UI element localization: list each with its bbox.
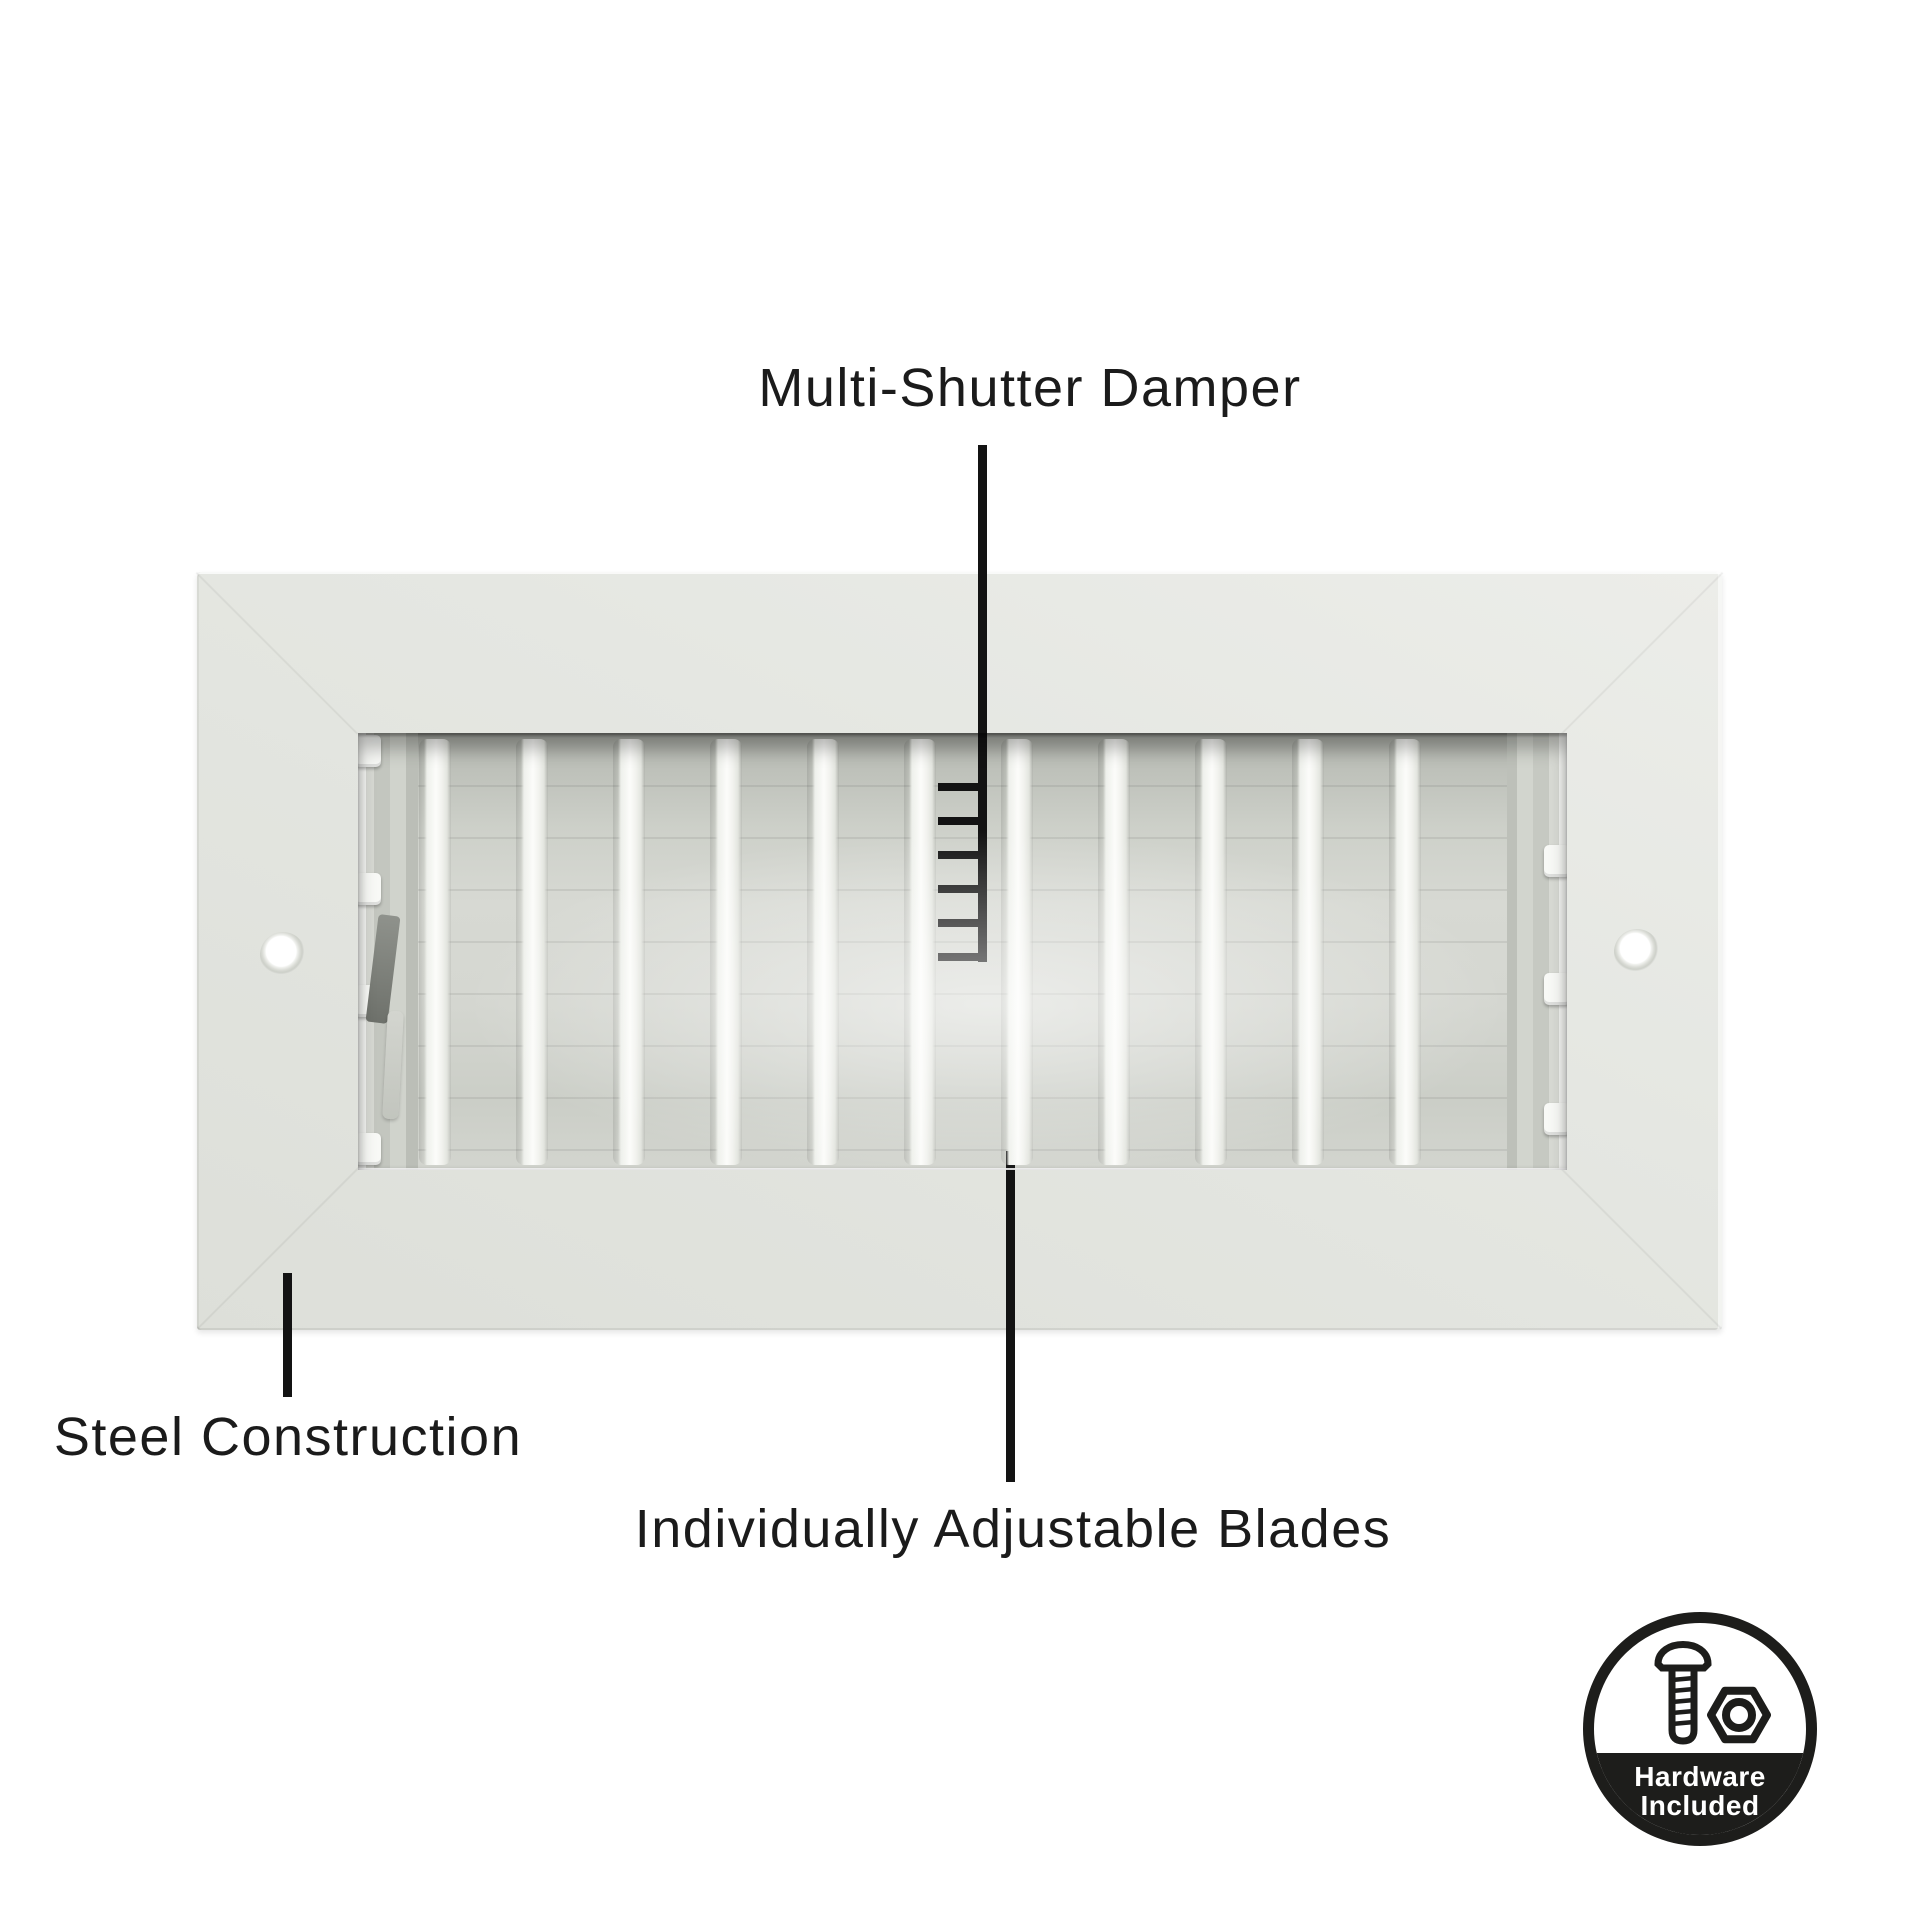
damper-tick [938, 885, 982, 893]
label-multi-shutter-damper: Multi-Shutter Damper [758, 358, 1302, 418]
badge-text: Hardware Included [1594, 1762, 1806, 1820]
badge-text-line2: Included [1640, 1790, 1760, 1821]
linkage-clip [1544, 973, 1567, 1005]
frame-mitre-line [197, 1166, 360, 1330]
vent-blade [904, 739, 936, 1165]
screw-hole [1614, 929, 1660, 975]
label-steel-construction: Steel Construction [53, 1407, 523, 1467]
linkage-clip [358, 735, 381, 767]
label-individually-adjustable-blades: Individually Adjustable Blades [634, 1499, 1392, 1559]
vent-blade [710, 739, 742, 1165]
vent-blade [807, 739, 839, 1165]
vent-blade [516, 739, 548, 1165]
damper-tick [938, 953, 982, 961]
badge-icons [1654, 1641, 1771, 1745]
badge-bottom-band [1594, 1753, 1806, 1835]
damper-tick [938, 851, 982, 859]
vent-blade [1292, 739, 1324, 1165]
hardware-included-badge: Hardware Included [1583, 1612, 1817, 1846]
vent-blade [1098, 739, 1130, 1165]
callout-line-damper [978, 445, 987, 962]
vent-blade [1389, 739, 1421, 1165]
linkage-clip [1544, 1103, 1567, 1135]
vent-blade [419, 739, 451, 1165]
vent-register-photo [195, 572, 1724, 1330]
vent-grille [358, 733, 1567, 1170]
callout-line-steel [283, 1273, 292, 1397]
screw-icon [1654, 1641, 1712, 1745]
linkage-clip [1544, 845, 1567, 877]
callout-line-blades [1006, 1151, 1015, 1482]
linkage-clip [358, 1133, 381, 1165]
frame-mitre-line [1560, 572, 1724, 735]
damper-tick [938, 919, 982, 927]
screw-hole [260, 932, 306, 978]
vent-blade [613, 739, 645, 1165]
damper-tick [938, 783, 982, 791]
frame-mitre-line [195, 572, 359, 735]
badge-text-line1: Hardware [1634, 1761, 1766, 1792]
vent-blade [1195, 739, 1227, 1165]
linkage-clip [358, 873, 381, 905]
damper-tick [938, 817, 982, 825]
frame-mitre-line [1559, 1166, 1722, 1330]
nut-icon [1707, 1686, 1771, 1744]
vent-blade [1001, 739, 1033, 1165]
